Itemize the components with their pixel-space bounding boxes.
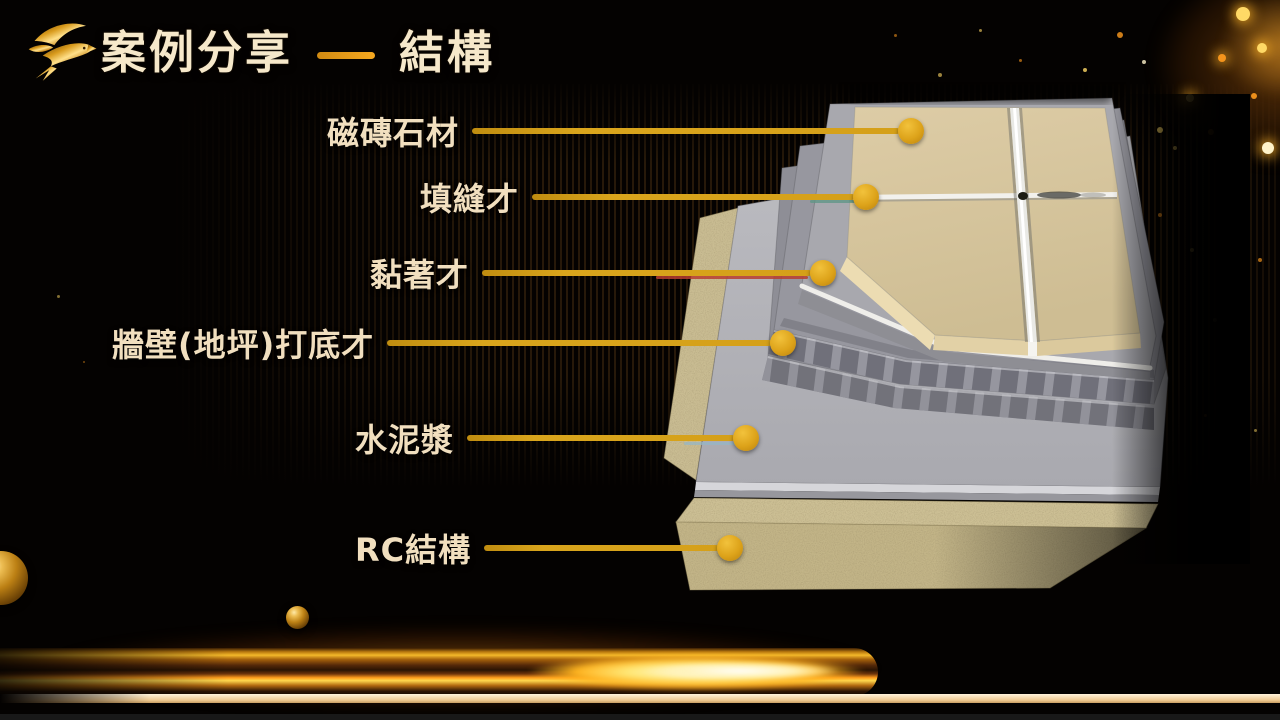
adhesive-red-indicator <box>656 276 808 279</box>
sparkle-dot <box>1257 43 1267 53</box>
sparkle-dot <box>1018 58 1022 62</box>
leader-line <box>467 435 735 441</box>
label-adhesive: 黏著才 <box>370 256 470 294</box>
callout-adhesive: 黏著才 <box>370 256 836 294</box>
callout-rc-structure: RC結構 <box>355 531 743 569</box>
gold-sphere-small <box>286 606 309 629</box>
slide-header: 案例分享 結構 <box>0 0 1280 100</box>
sparkle-dot <box>1236 7 1250 21</box>
leader-line <box>484 545 719 551</box>
callout-dot <box>853 184 879 210</box>
right-shadow-cut <box>1112 94 1250 564</box>
leader-line <box>482 270 812 276</box>
sparkle-dot <box>1142 60 1146 64</box>
sparkle-dot <box>1117 32 1123 38</box>
callout-dot <box>733 425 759 451</box>
callout-dot <box>810 260 836 286</box>
title-dash <box>317 52 376 60</box>
sparkle-dot <box>893 33 897 37</box>
bottom-edge-bar <box>0 714 1280 720</box>
grout-teal-indicator <box>810 200 858 203</box>
callout-dot <box>898 118 924 144</box>
cement-blue-indicator <box>684 442 742 445</box>
gold-streak-highlight <box>590 662 840 680</box>
leader-line <box>532 194 855 200</box>
sparkle-dot <box>1262 142 1274 154</box>
swallow-logo-icon <box>28 23 97 81</box>
sparkle-dot <box>1253 428 1257 432</box>
sparkle-dot <box>1258 258 1262 262</box>
title-part1: 案例分享 <box>101 26 294 79</box>
leader-line <box>387 340 772 346</box>
title-part2: 結構 <box>399 26 496 79</box>
label-cement-paste: 水泥漿 <box>355 421 455 459</box>
page-title: 案例分享 結構 <box>101 28 495 78</box>
callout-base-coat: 牆壁(地坪)打底才 <box>112 326 796 364</box>
callout-cement-paste: 水泥漿 <box>355 421 759 459</box>
label-rc-structure: RC結構 <box>355 531 472 569</box>
gold-baseline <box>0 694 1280 703</box>
label-tile-stone: 磁磚石材 <box>327 114 460 152</box>
sparkle-dot <box>82 360 86 364</box>
sparkle-dot <box>938 73 942 77</box>
sparkle-dot <box>1083 68 1087 72</box>
tile-stone-layer <box>840 84 1141 356</box>
sparkle-dot <box>978 28 982 32</box>
callout-dot <box>770 330 796 356</box>
sparkle-dot <box>56 294 60 298</box>
label-grout: 填縫才 <box>420 180 520 218</box>
callout-dot <box>717 535 743 561</box>
label-base-coat: 牆壁(地坪)打底才 <box>112 326 375 364</box>
callout-grout: 填縫才 <box>420 180 879 218</box>
leader-line <box>472 128 900 134</box>
sparkle-dot <box>1251 93 1257 99</box>
sparkle-dot <box>1218 54 1226 62</box>
callout-tile-stone: 磁磚石材 <box>327 114 924 152</box>
